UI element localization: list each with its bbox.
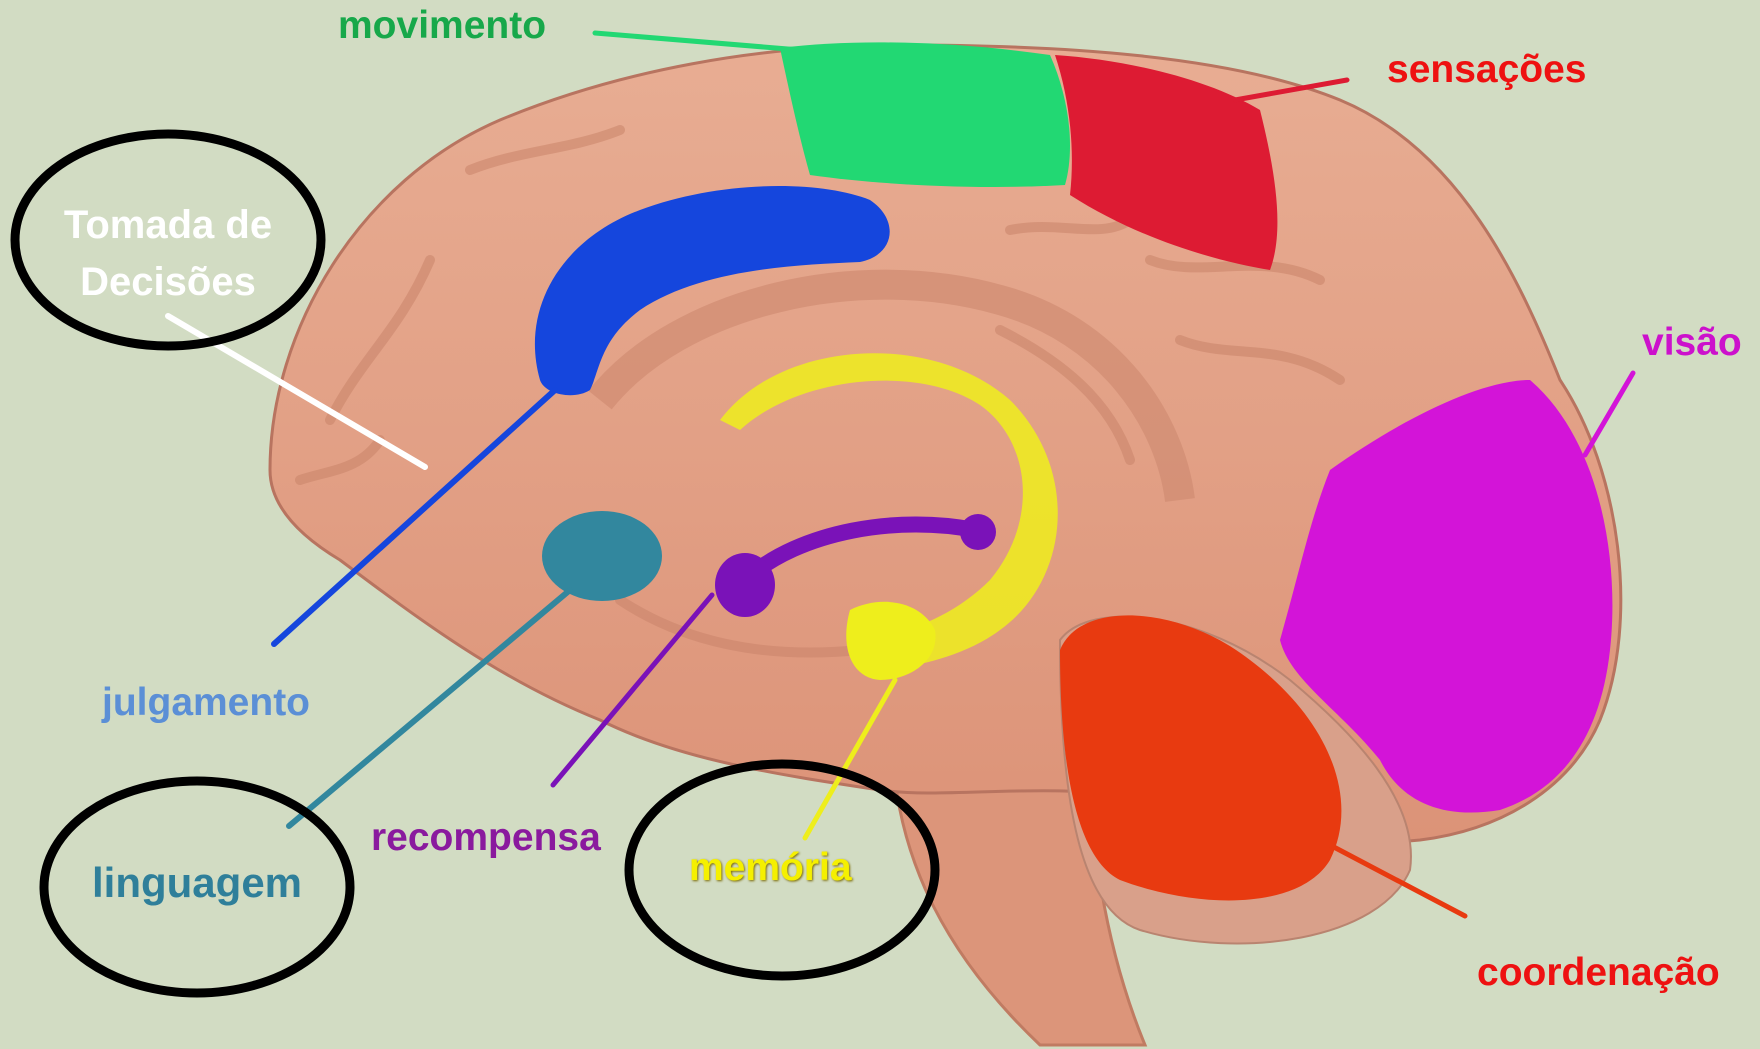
label-sensacoes: sensações — [1387, 50, 1586, 89]
label-tomada-de-decisoes: Tomada de Decisões — [50, 197, 286, 311]
label-recompensa: recompensa — [371, 818, 601, 857]
label-julgamento: julgamento — [102, 683, 310, 722]
label-coordenacao: coordenação — [1477, 953, 1720, 992]
label-visao: visão — [1642, 323, 1742, 362]
label-linguagem: linguagem — [92, 862, 302, 904]
label-memoria: memória — [689, 848, 852, 887]
reward-node-large — [715, 553, 775, 617]
label-movimento: movimento — [338, 6, 546, 45]
language-region — [542, 511, 662, 601]
reward-node-small — [960, 514, 996, 550]
movement-region — [780, 42, 1070, 187]
